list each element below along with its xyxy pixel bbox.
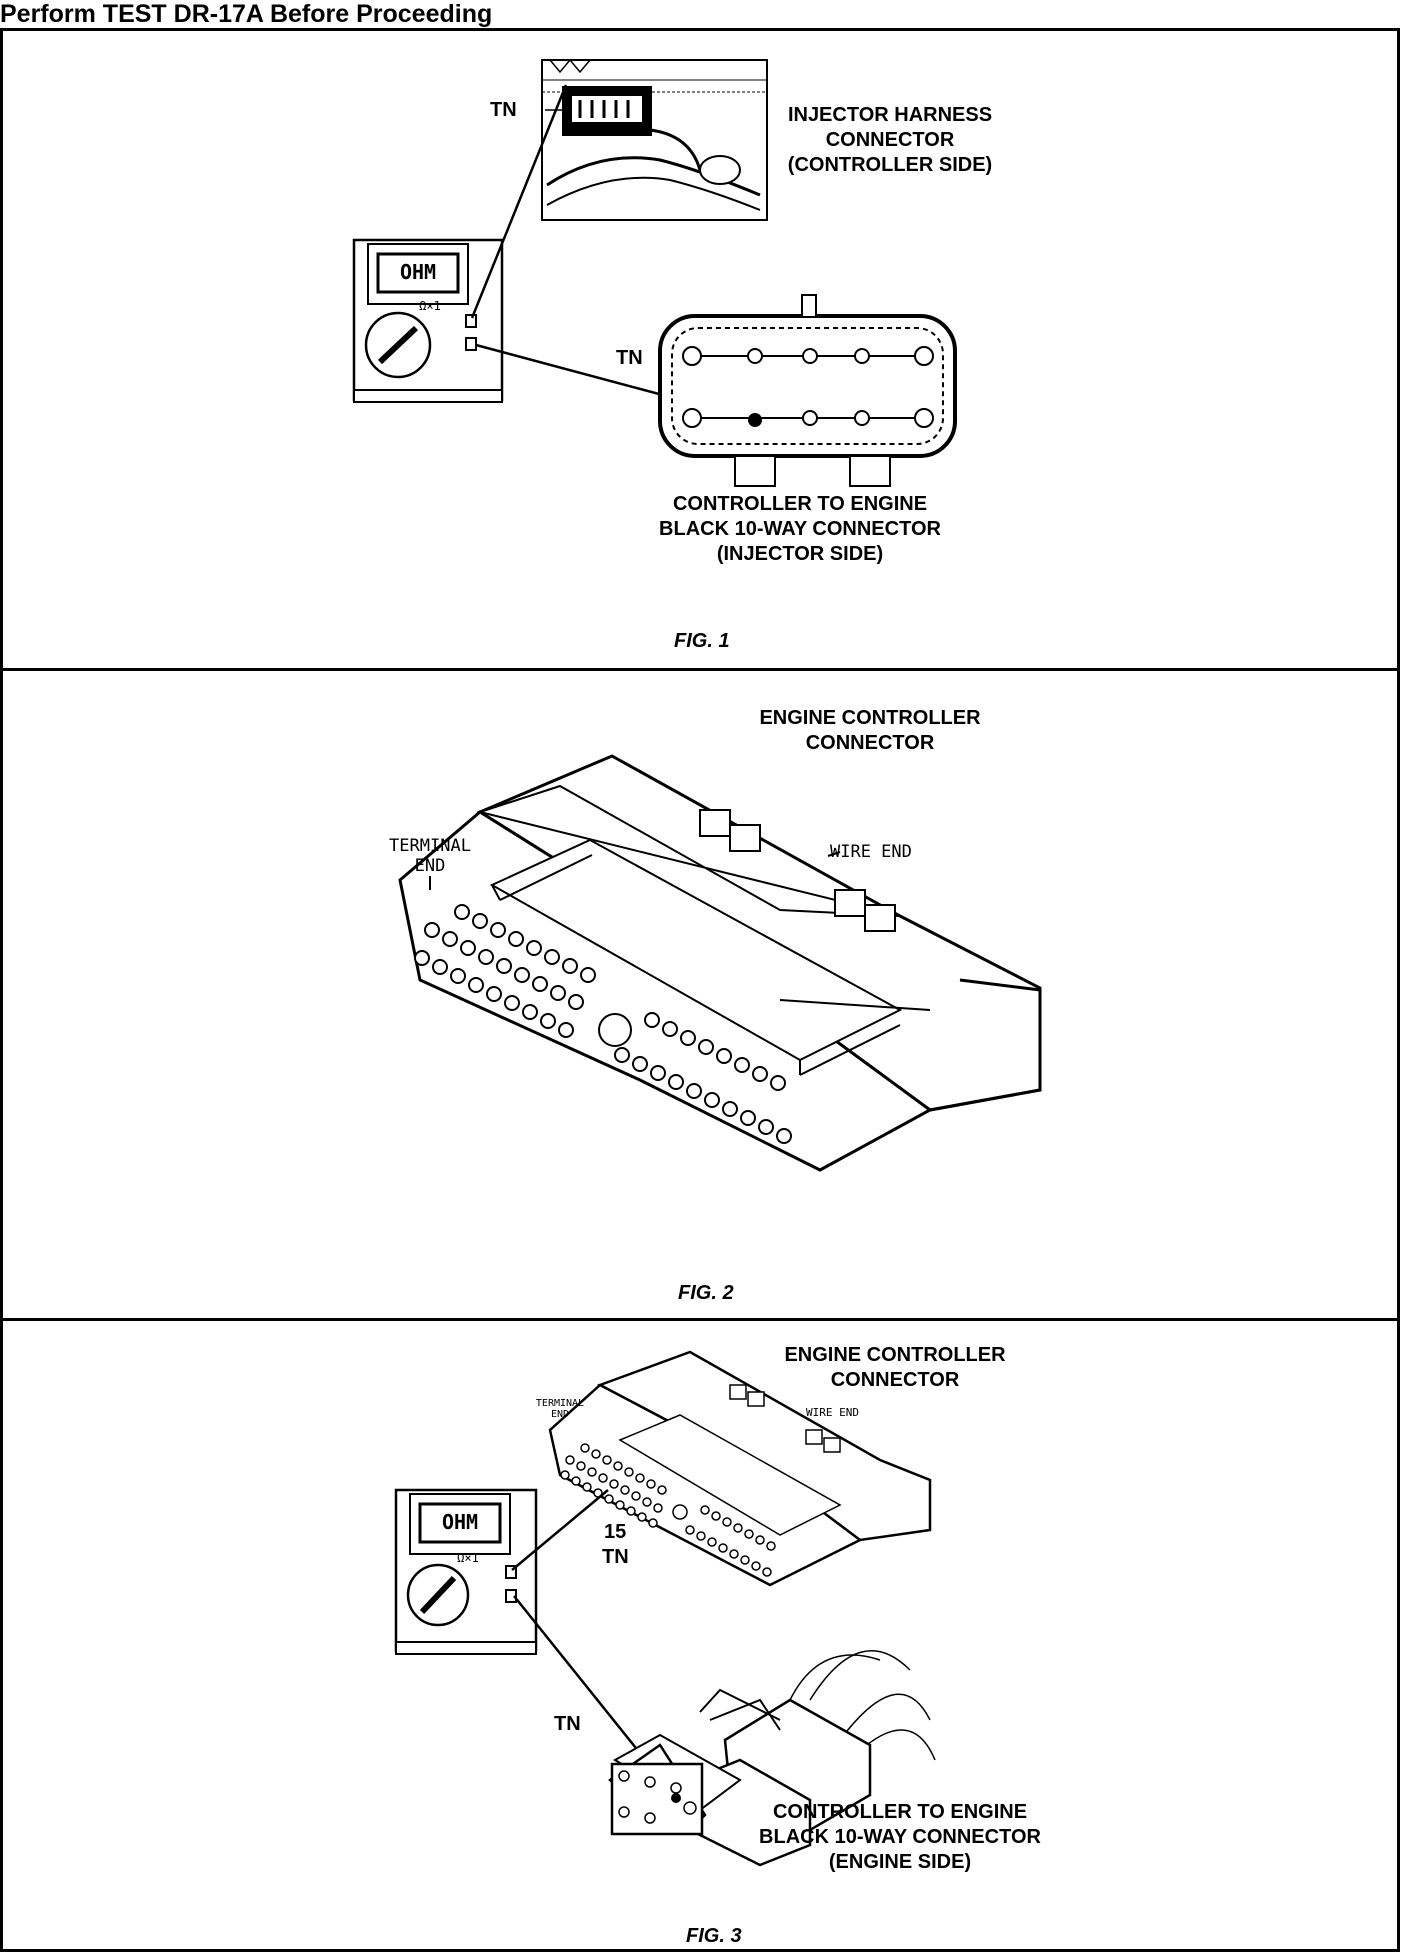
fig2-caption: FIG. 2 [678, 1282, 734, 1304]
fig3-meter-display: OHM [441, 1510, 479, 1534]
fig3-pin-label: 15 [604, 1521, 627, 1543]
diagram-frame [0, 28, 1400, 1952]
injector-harness-label: INJECTOR HARNESS CONNECTOR (CONTROLLER S… [787, 104, 993, 176]
probe-lead-1a [470, 84, 568, 319]
fig2-terminal-end-label: TERMINAL END [389, 836, 471, 876]
fig3-tn-a: TN [602, 1546, 629, 1568]
ten-way-connector-injector-side [658, 294, 957, 487]
fig3-meter-range: Ω×1 [457, 1551, 479, 1565]
fig1-tn-top: TN [490, 99, 517, 121]
fig1-illustration [352, 58, 957, 487]
fig1-tn-mid: TN [616, 347, 643, 369]
fig3-tn-b: TN [554, 1713, 581, 1735]
probe-lead-3a [511, 1489, 609, 1571]
fig3-caption: FIG. 3 [686, 1925, 742, 1947]
fig1-meter-display: OHM [399, 260, 437, 284]
fig2-wire-end-label: WIRE END [830, 842, 912, 862]
fig3-terminal-end-label: TERMINAL END [535, 1398, 585, 1420]
engine-controller-connector-large [398, 754, 1042, 1172]
fig2-illustration [398, 754, 1042, 1172]
ohmmeter-1 [352, 238, 504, 403]
fig1-connector-label: CONTROLLER TO ENGINE BLACK 10-WAY CONNEC… [659, 493, 941, 565]
page-header: Perform TEST DR-17A Before Proceeding [0, 0, 493, 28]
panel-divider-1 [0, 668, 1400, 671]
fig1-caption: FIG. 1 [674, 630, 730, 652]
fig3-wire-end-label: WIRE END [806, 1406, 859, 1419]
fig3-connector-label: ENGINE CONTROLLER CONNECTOR [784, 1344, 1006, 1391]
fig2-connector-label: ENGINE CONTROLLER CONNECTOR [759, 707, 981, 754]
fig1-meter-range: Ω×1 [419, 299, 441, 313]
fig3-lower-connector-label: CONTROLLER TO ENGINE BLACK 10-WAY CONNEC… [759, 1801, 1041, 1873]
ten-way-connector-engine-side [608, 1650, 936, 1867]
engine-controller-connector-small [548, 1350, 932, 1587]
panel-divider-2 [0, 1318, 1400, 1321]
injector-harness-drawing [541, 58, 768, 221]
